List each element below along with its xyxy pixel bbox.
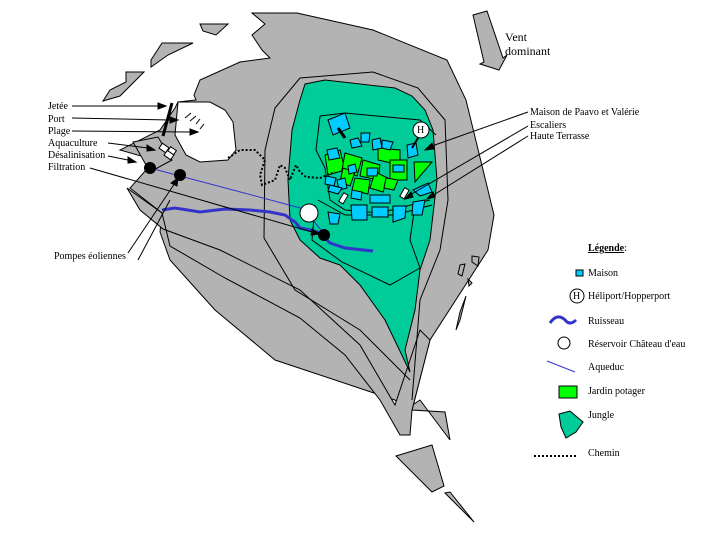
islet [150, 42, 194, 68]
label-port: Port [48, 114, 65, 125]
house [392, 164, 405, 173]
legend-item-ruisseau: Ruisseau [588, 316, 625, 327]
terrace-line [409, 204, 421, 269]
wind-label-line2: dominant [505, 44, 551, 58]
legend-item-jardin: Jardin potager [588, 386, 645, 397]
label-pompes: Pompes éoliennes [54, 251, 126, 262]
staircases [338, 186, 410, 205]
aqueduct-line-icon [546, 360, 576, 373]
house [350, 189, 363, 201]
house-link [336, 127, 347, 139]
wind-pump [144, 162, 156, 174]
legend-title: Légende: [588, 243, 627, 254]
house [406, 142, 419, 159]
legend-title-colon: : [624, 243, 627, 254]
south-islet [395, 444, 445, 493]
contour-line [263, 77, 411, 381]
house [411, 199, 426, 216]
garden [351, 177, 371, 195]
legend-heliport-symbol: H [573, 291, 581, 302]
wind-pump [174, 169, 186, 181]
reservoir-circle-icon [557, 336, 571, 350]
wind-arrow-icon [472, 10, 508, 71]
label-plage: Plage [48, 126, 71, 137]
house [326, 147, 341, 161]
reservoir [299, 203, 319, 223]
house [369, 194, 391, 204]
house-square-icon [575, 269, 584, 277]
legend-item-heliport: Héliport/Hopperport [588, 291, 671, 302]
staircase [338, 191, 349, 205]
legend-item-maison: Maison [588, 268, 618, 279]
house [327, 211, 341, 225]
contour-line [299, 71, 449, 401]
house [360, 132, 371, 143]
heliport-letter: H [417, 125, 425, 136]
terrace-line [311, 204, 421, 286]
filtration-unit [318, 229, 330, 241]
islet [199, 23, 230, 36]
beach-hatching [184, 112, 205, 130]
garden [369, 171, 389, 193]
house [366, 167, 379, 177]
aquaculture-pens [158, 142, 178, 161]
islet [101, 71, 146, 102]
house [371, 137, 383, 151]
house [324, 175, 337, 187]
leader-lines-right [403, 111, 529, 200]
house [347, 163, 358, 175]
heliport-icon [569, 288, 585, 304]
house [412, 182, 433, 197]
garden [413, 161, 434, 184]
house [349, 137, 363, 149]
label-maison-paavo: Maison de Paavo et Valérie [530, 107, 640, 118]
label-aquaculture: Aquaculture [48, 138, 98, 149]
legend-title-text: Légende [588, 243, 625, 254]
garden-square-icon [558, 385, 578, 399]
heliport [412, 121, 430, 139]
leader-lines-left [71, 102, 322, 261]
house [381, 139, 394, 151]
houses [324, 112, 433, 225]
heliport-link [411, 137, 419, 149]
east-islets [455, 255, 480, 331]
house [327, 112, 351, 136]
stream-wave-icon [548, 315, 578, 325]
garden [383, 177, 399, 191]
staircase [399, 186, 410, 200]
label-desalinisation: Désalinisation [48, 150, 106, 161]
south-islet [443, 491, 475, 523]
label-haute-terrasse: Haute Terrasse [530, 131, 590, 142]
house [350, 204, 368, 221]
legend-item-reservoir: Réservoir Château d'eau [588, 339, 686, 350]
stream-ruisseau [161, 206, 374, 253]
south-arm-land [126, 187, 431, 436]
house [392, 205, 407, 223]
jungle-polygon-icon [558, 410, 584, 439]
legend-item-aqueduc: Aqueduc [588, 362, 625, 373]
legend-item-chemin: Chemin [588, 448, 620, 459]
house [371, 206, 389, 218]
house [327, 184, 343, 195]
wind-label-line1: Vent [505, 30, 527, 44]
label-jetee: Jetée [48, 101, 68, 112]
legend-item-jungle: Jungle [588, 410, 615, 421]
label-filtration: Filtration [48, 162, 86, 173]
label-escaliers: Escaliers [530, 120, 567, 131]
